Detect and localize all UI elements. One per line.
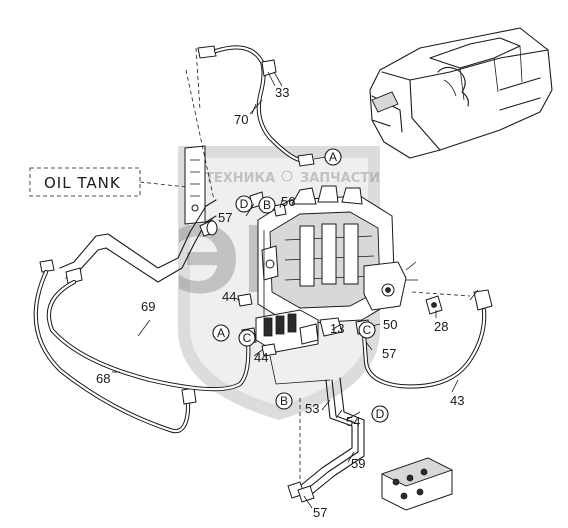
callout-43: 43: [450, 393, 464, 408]
hose-fitting: [297, 153, 315, 167]
control-valve: [249, 185, 418, 348]
connector-b-bottom: [275, 392, 293, 410]
watermark-brand-upper: ТЕХНИКА: [205, 171, 275, 186]
hose-70: [197, 45, 315, 167]
connector-d-top-label: D: [240, 197, 249, 211]
hose-fitting: [39, 259, 55, 273]
callout-50: 50: [383, 317, 397, 332]
hose-68: [33, 259, 197, 434]
callout-numbers: 33 70 57 56 44 44 69 68 13 50 57 28 43 5…: [96, 85, 464, 520]
callout-33: 33: [275, 85, 289, 100]
connector-c-left: [238, 329, 256, 347]
connector-d-top: [235, 195, 253, 213]
callout-13: 13: [330, 321, 344, 336]
callout-70: 70: [234, 112, 248, 127]
clamp-33: [261, 59, 277, 77]
callout-28: 28: [434, 319, 448, 334]
callout-57-bottom: 57: [313, 505, 327, 520]
oil-tank-label: OIL TANK: [44, 174, 121, 192]
connector-b-top: [258, 196, 276, 214]
hose-fitting: [473, 289, 493, 311]
fitting-44-lower: [261, 343, 277, 357]
fitting-44-upper: [237, 293, 253, 307]
small-valve-block: [380, 457, 454, 511]
oil-tank-box: [29, 167, 141, 197]
hose-fitting: [65, 267, 83, 285]
pipe-bundle: [287, 377, 365, 503]
hose-fitting: [197, 45, 217, 59]
callout-57-top: 57: [218, 210, 232, 225]
callout-69: 69: [141, 299, 155, 314]
fitting-28: [411, 291, 471, 315]
callout-44-lower: 44: [254, 350, 268, 365]
connector-a-left-label: A: [217, 326, 225, 340]
connector-b-bottom-label: B: [280, 394, 288, 408]
connector-a-left: [212, 324, 230, 342]
connector-a-top: [324, 148, 342, 166]
callout-59: 59: [351, 456, 365, 471]
gear-icon: [281, 170, 293, 182]
fitting-13: [319, 317, 343, 337]
callout-68: 68: [96, 371, 110, 386]
connector-c-left-label: C: [243, 331, 252, 345]
connector-d-bottom-label: D: [376, 407, 385, 421]
callout-54: 54: [346, 414, 360, 429]
connector-c-right-label: C: [363, 323, 372, 337]
excavator-thumbnail: [369, 27, 553, 159]
callout-44-upper: 44: [222, 289, 236, 304]
tank-bracket: [184, 47, 215, 225]
hose-fitting: [181, 387, 197, 405]
connector-c-right: [358, 321, 376, 339]
connector-b-top-label: B: [263, 198, 271, 212]
callout-56: 56: [281, 194, 295, 209]
callout-57-mid: 57: [382, 346, 396, 361]
callout-53: 53: [305, 401, 319, 416]
oil-tank-label-group: OIL TANK: [29, 167, 197, 197]
suction-pipe: [59, 199, 218, 283]
connector-markers: A B D A C C B D: [212, 148, 389, 423]
connector-d-bottom: [371, 405, 389, 423]
connector-a-top-label: A: [329, 150, 337, 164]
watermark-brand-lower: ЗАПЧАСТИ: [300, 171, 380, 186]
